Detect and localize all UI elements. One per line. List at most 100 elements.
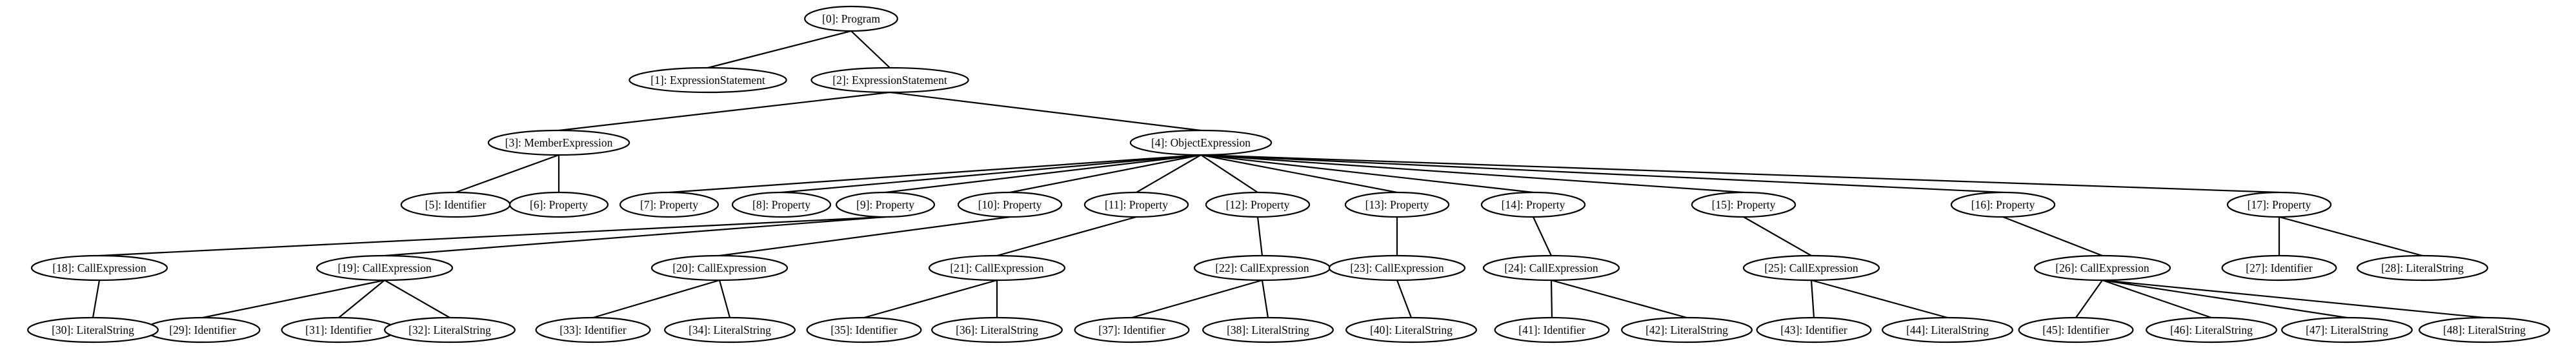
tree-node-21: [21]: CallExpression [928,254,1066,281]
edge-18-30 [92,280,101,318]
node-ellipse [957,191,1063,218]
node-label: [38]: LiteralString [1227,323,1309,336]
node-ellipse [1202,316,1334,343]
edge-10-20 [719,216,1011,257]
edge-4-17 [1200,154,2280,194]
tree-node-43: [43]: Identifier [1756,316,1872,343]
node-ellipse [1621,316,1753,343]
node-ellipse [1742,254,1880,281]
node-label: [22]: CallExpression [1215,261,1309,274]
edge-25-44 [1811,279,1948,319]
node-ellipse [810,67,969,94]
node-label: [24]: CallExpression [1504,261,1598,274]
tree-node-23: [23]: CallExpression [1328,254,1466,281]
tree-node-9: [9]: Property [835,191,936,218]
node-ellipse [27,316,159,343]
node-ellipse [629,67,787,94]
node-label: [43]: Identifier [1780,323,1847,336]
node-ellipse [2419,316,2550,343]
tree-node-29: [29]: Identifier [145,316,261,343]
tree-node-5: [5]: Identifier [400,191,511,218]
node-label: [30]: LiteralString [52,323,134,336]
node-ellipse [1482,254,1620,281]
edge-4-7 [669,154,1202,194]
tree-node-31: [31]: Identifier [281,316,397,343]
tree-node-40: [40]: LiteralString [1345,316,1477,343]
edge-0-1 [707,30,852,69]
node-ellipse [731,191,832,218]
node-label: [25]: CallExpression [1764,261,1858,274]
node-label: [48]: LiteralString [2443,323,2526,336]
edge-0-2 [850,30,891,68]
node-label: [31]: Identifier [305,323,372,336]
edge-17-28 [2279,216,2423,257]
edge-20-33 [592,279,720,319]
node-ellipse [316,254,454,281]
edge-19-29 [202,279,385,319]
node-label: [35]: Identifier [830,323,898,336]
node-label: [34]: LiteralString [689,323,771,336]
edge-23-40 [1396,280,1413,318]
node-ellipse [1328,254,1466,281]
node-label: [26]: CallExpression [2055,261,2149,274]
node-label: [28]: LiteralString [2381,261,2464,274]
node-ellipse [487,129,630,156]
tree-node-7: [7]: Property [619,191,719,218]
node-label: [37]: Identifier [1098,323,1165,336]
tree-node-41: [41]: Identifier [1494,316,1610,343]
node-label: [1]: ExpressionStatement [650,74,765,87]
node-ellipse [2018,316,2134,343]
tree-node-15: [15]: Property [1691,191,1796,218]
tree-node-47: [47]: LiteralString [2281,316,2413,343]
node-label: [4]: ObjectExpression [1151,136,1251,149]
edge-12-22 [1256,216,1263,256]
edge-24-41 [1550,280,1553,318]
edge-4-14 [1200,154,1534,194]
tree-node-14: [14]: Property [1480,191,1586,218]
node-label: [6]: Property [530,198,588,211]
tree-node-26: [26]: CallExpression [2033,254,2171,281]
node-ellipse [835,191,936,218]
tree-node-36: [36]: LiteralString [931,316,1063,343]
node-label: [0]: Program [822,12,880,25]
node-label: [7]: Property [640,198,698,211]
tree-node-44: [44]: LiteralString [1882,316,2013,343]
edge-21-35 [863,279,998,319]
node-ellipse [1691,191,1796,218]
tree-node-45: [45]: Identifier [2018,316,2134,343]
node-ellipse [1882,316,2013,343]
node-label: [46]: LiteralString [2170,323,2253,336]
node-label: [21]: CallExpression [950,261,1044,274]
node-ellipse [535,316,651,343]
edge-25-43 [1810,280,1815,318]
edge-19-31 [338,280,385,318]
node-ellipse [804,5,898,32]
tree-node-46: [46]: LiteralString [2146,316,2277,343]
node-label: [8]: Property [752,198,810,211]
node-ellipse [1950,191,2056,218]
tree-node-30: [30]: LiteralString [27,316,159,343]
node-label: [36]: LiteralString [956,323,1038,336]
node-ellipse [2221,254,2337,281]
node-label: [19]: CallExpression [337,261,432,274]
edge-22-38 [1261,280,1269,318]
edge-4-12 [1200,154,1258,193]
node-label: [23]: CallExpression [1350,261,1444,274]
node-ellipse [806,316,922,343]
node-ellipse [1480,191,1586,218]
edge-26-47 [2102,279,2348,319]
node-label: [11]: Property [1105,198,1168,211]
tree-node-18: [18]: CallExpression [30,254,168,281]
node-ellipse [2033,254,2171,281]
node-label: [40]: LiteralString [1370,323,1453,336]
tree-node-35: [35]: Identifier [806,316,922,343]
edge-26-46 [2102,279,2212,319]
tree-node-10: [10]: Property [957,191,1063,218]
node-label: [14]: Property [1502,198,1565,211]
tree-node-6: [6]: Property [508,191,609,218]
node-label: [13]: Property [1365,198,1429,211]
edge-19-32 [384,280,450,318]
tree-edges [92,30,2485,319]
tree-node-3: [3]: MemberExpression [487,129,630,156]
